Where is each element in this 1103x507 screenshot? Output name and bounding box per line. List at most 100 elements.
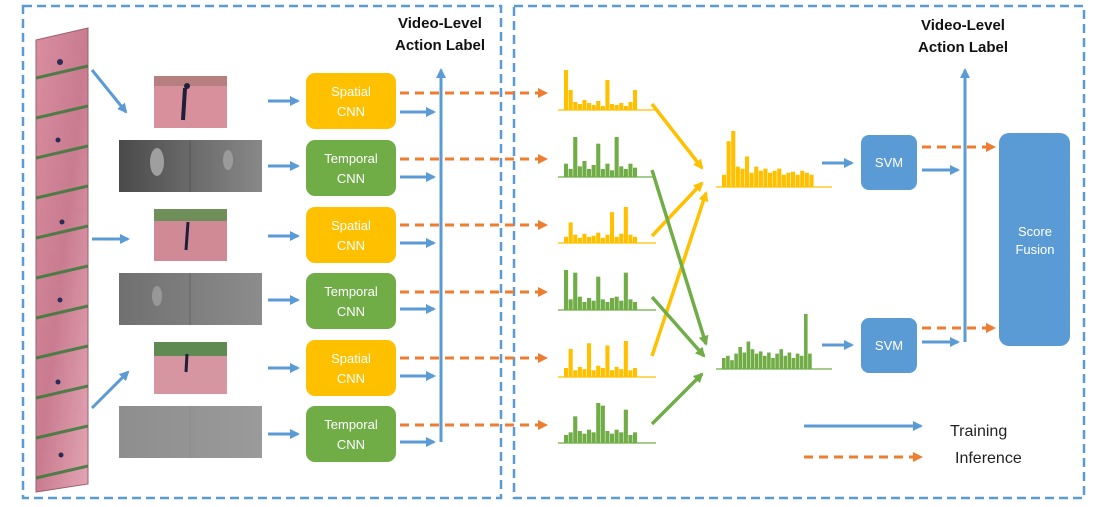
histogram-bar xyxy=(619,103,624,110)
histogram-bar xyxy=(738,347,742,369)
fusion-arrow-spatial xyxy=(650,102,704,170)
svg-text:SVM: SVM xyxy=(875,338,903,353)
histogram-bar xyxy=(600,368,605,377)
histogram-bar xyxy=(623,207,628,243)
histogram-bar xyxy=(564,368,569,377)
histogram-bar xyxy=(734,353,738,369)
svg-text:Score: Score xyxy=(1018,224,1052,239)
histogram-bar xyxy=(568,169,573,177)
histogram-bar xyxy=(582,369,587,377)
histogram-bar xyxy=(619,432,624,443)
histogram-bar xyxy=(600,237,605,243)
spatial-score-histogram xyxy=(558,70,656,111)
histogram-bar xyxy=(582,233,587,243)
histogram-bar xyxy=(633,302,638,310)
histogram-bar xyxy=(633,90,638,110)
histogram-bar xyxy=(591,165,596,177)
svg-text:Video-Level: Video-Level xyxy=(398,15,482,32)
svg-text:SVM: SVM xyxy=(875,155,903,170)
histogram-bar xyxy=(573,234,578,243)
spatial-cnn-box: Spatial CNN xyxy=(306,340,396,396)
histogram-bar xyxy=(577,237,582,243)
histogram-bar xyxy=(591,370,596,377)
histogram-bar xyxy=(564,163,569,177)
rgb-frame xyxy=(154,76,227,128)
histogram-bar xyxy=(623,169,628,177)
histogram-bar xyxy=(568,222,573,243)
optical-flow-frame xyxy=(119,273,262,325)
histogram-bar xyxy=(605,163,610,177)
legend-training-label: Training xyxy=(950,423,1007,440)
histogram-bar xyxy=(596,232,601,243)
histogram-bar xyxy=(726,355,730,369)
histogram-bar xyxy=(804,172,809,187)
fusion-arrow-temporal xyxy=(650,372,704,426)
svg-text:CNN: CNN xyxy=(337,171,365,186)
histogram-bar xyxy=(623,106,628,110)
histogram-bar xyxy=(746,341,751,369)
svg-text:Spatial: Spatial xyxy=(331,351,371,366)
histogram-bar xyxy=(591,105,596,110)
svm-box: SVM xyxy=(861,318,917,373)
histogram-bar xyxy=(577,366,582,377)
histogram-bar xyxy=(749,172,754,187)
histogram-bar xyxy=(722,358,726,369)
histogram-bar xyxy=(600,405,605,443)
histogram-bar xyxy=(600,299,605,310)
histogram-bar xyxy=(582,161,587,177)
histogram-bar xyxy=(775,353,779,369)
histogram-bar xyxy=(605,234,610,243)
svg-text:Video-Level: Video-Level xyxy=(921,17,1005,34)
fusion-arrow-spatial xyxy=(650,191,709,357)
strip-to-frame-arrow xyxy=(90,69,128,114)
histogram-bar xyxy=(628,234,633,243)
optical-flow-frame xyxy=(119,406,262,458)
histogram-bar xyxy=(740,168,745,187)
score-fusion-box: Score Fusion xyxy=(999,133,1070,346)
histogram-bar xyxy=(610,170,615,177)
histogram-bar xyxy=(731,131,736,187)
histogram-bar xyxy=(596,403,601,443)
histogram-bar xyxy=(623,409,628,443)
histogram-bar xyxy=(795,174,800,187)
histogram-bar xyxy=(787,352,792,369)
temporal-score-histogram xyxy=(558,403,656,444)
histogram-bar xyxy=(735,166,740,187)
spatial-score-histogram xyxy=(558,207,656,244)
histogram-bar xyxy=(610,298,615,310)
histogram-bar xyxy=(623,341,628,377)
histogram-bar xyxy=(605,80,610,110)
legend: Training Inference xyxy=(804,421,1022,467)
right-panel xyxy=(512,4,1086,500)
histogram-bar xyxy=(619,369,624,377)
svg-text:CNN: CNN xyxy=(337,238,365,253)
spatial-cnn-box: Spatial CNN xyxy=(306,207,396,263)
histogram-bar xyxy=(754,166,759,187)
histogram-bar xyxy=(596,365,601,377)
svg-text:CNN: CNN xyxy=(337,371,365,386)
histogram-bar xyxy=(628,435,633,443)
histogram-bar xyxy=(623,272,628,310)
svg-text:Action Label: Action Label xyxy=(918,39,1008,56)
histogram-bar xyxy=(758,170,763,187)
histogram-bar xyxy=(768,172,773,187)
histogram-bar xyxy=(633,236,638,243)
temporal-cnn-box: Temporal CNN xyxy=(306,273,396,329)
histogram-bar xyxy=(568,432,573,443)
svg-text:CNN: CNN xyxy=(337,304,365,319)
histogram-bar xyxy=(614,137,619,177)
svg-text:Fusion: Fusion xyxy=(1015,242,1054,257)
histogram-bar xyxy=(610,104,615,110)
svg-text:Temporal: Temporal xyxy=(324,151,378,166)
svg-text:CNN: CNN xyxy=(337,437,365,452)
histogram-bar xyxy=(730,360,734,369)
fused-temporal-histogram xyxy=(716,314,832,370)
histogram-bar xyxy=(799,355,804,369)
temporal-score-histogram xyxy=(558,270,656,311)
svg-text:Temporal: Temporal xyxy=(324,284,378,299)
fusion-arrow-spatial xyxy=(650,181,704,238)
histogram-bar xyxy=(809,174,814,187)
histogram-bar xyxy=(582,433,587,443)
histogram-bar xyxy=(610,212,615,243)
histogram-bar xyxy=(573,137,578,177)
